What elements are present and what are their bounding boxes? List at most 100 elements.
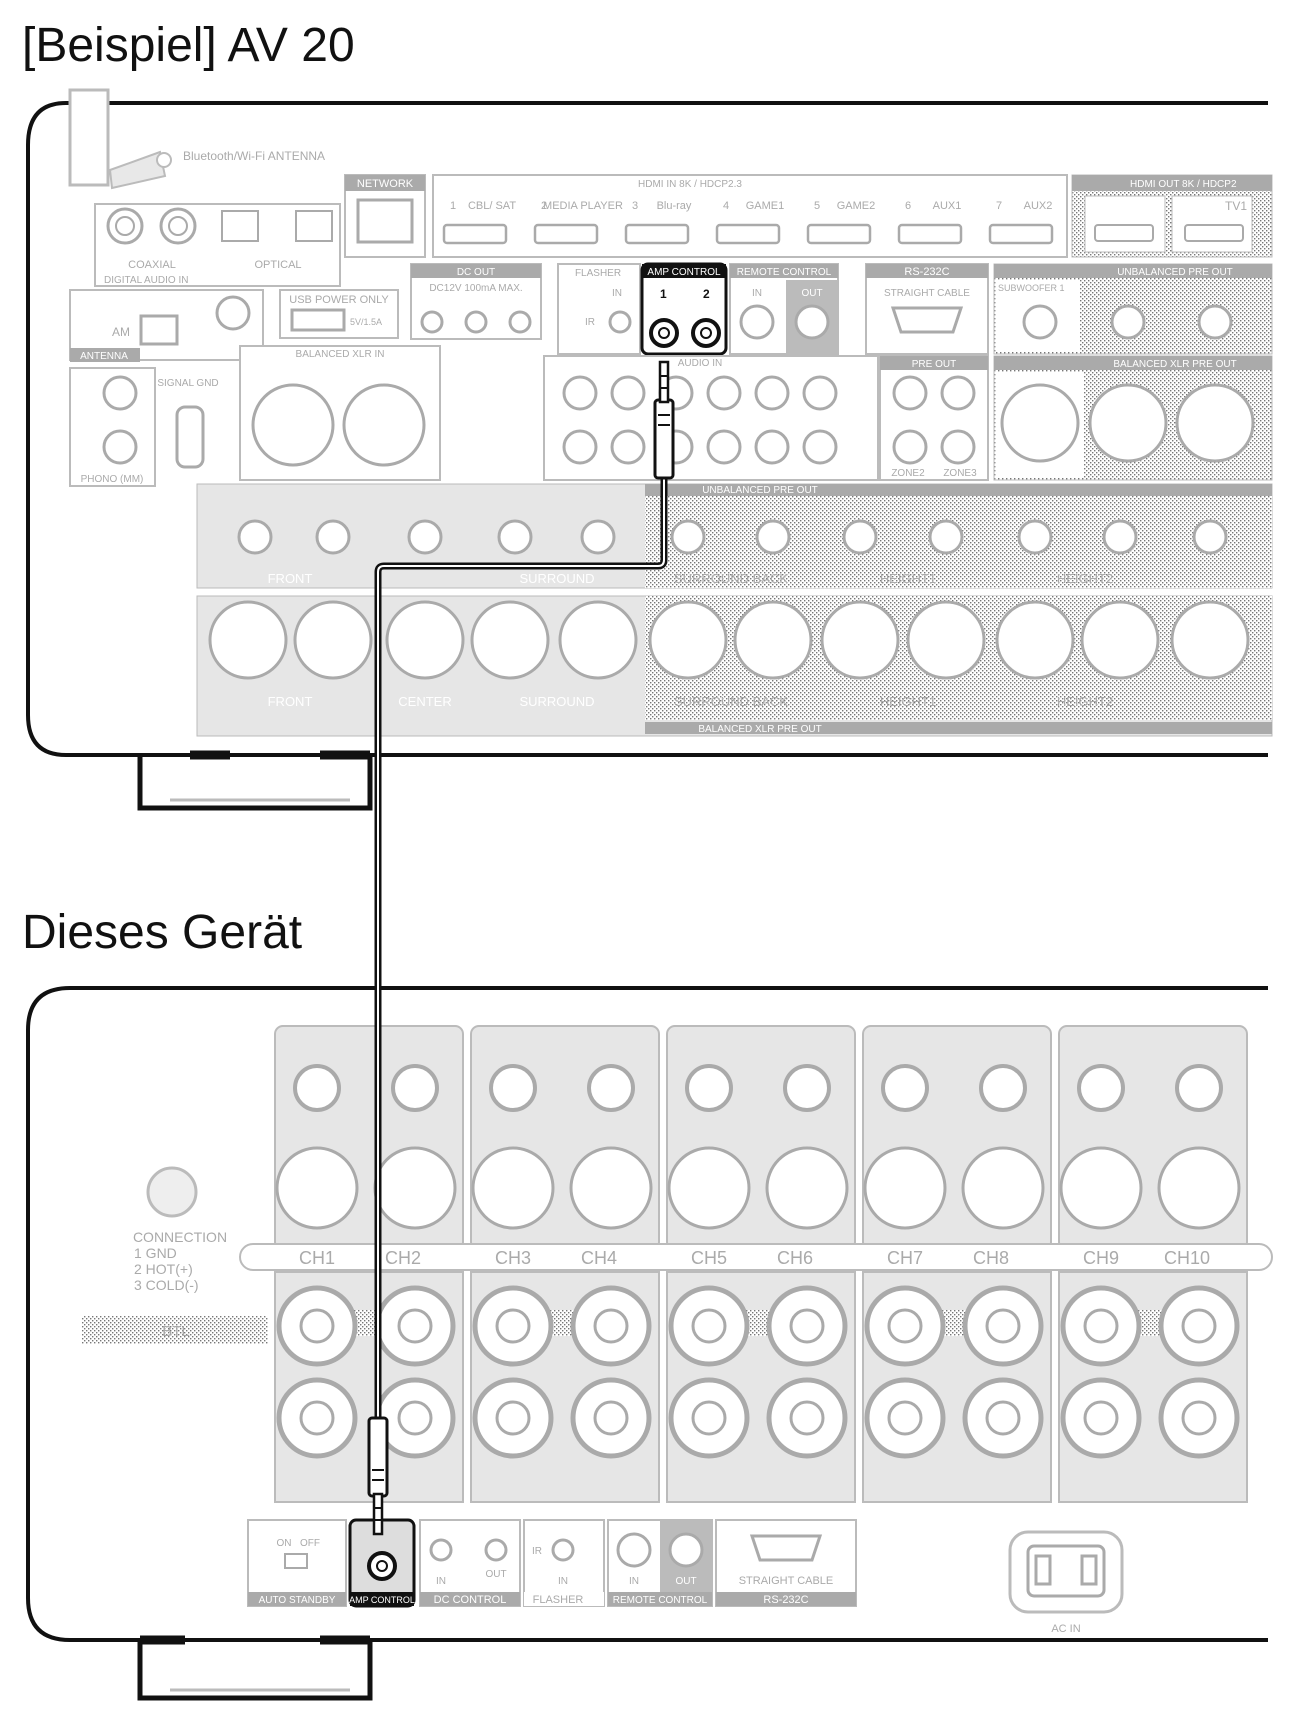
remote-control-in: IN: [752, 288, 762, 299]
ch-front-label-2: FRONT: [268, 694, 313, 709]
av20-device: Bluetooth/Wi-Fi ANTENNA NETWORK HDMI IN …: [26, 88, 1273, 811]
pre-out-xlr-jack: [385, 600, 465, 680]
pre-out-rca-jack: [237, 519, 273, 555]
speaker-terminal-minus-inner: [985, 1400, 1021, 1436]
phono-title: PHONO (MM): [81, 474, 144, 485]
audio-in-title: AUDIO IN: [678, 358, 722, 369]
unit-flasher-ir: IR: [532, 1546, 542, 1557]
speaker-terminal-plus-inner: [887, 1308, 923, 1344]
xlr-input-jack: [1157, 1146, 1241, 1230]
flasher-in: IN: [612, 288, 622, 299]
pre-out-xlr-jack: [558, 600, 638, 680]
audio-in-jack-r: [562, 429, 598, 465]
digital-audio-in-title: DIGITAL AUDIO IN: [104, 275, 188, 286]
unit-remote-out: OUT: [675, 1576, 696, 1587]
ch-height2-label-2: HEIGHT2: [1057, 694, 1113, 709]
hdmi-in-port: [897, 223, 963, 245]
speaker-terminal-plus-inner: [985, 1308, 1021, 1344]
unit-flasher-in: IN: [558, 1576, 568, 1587]
rs232c-sub: STRAIGHT CABLE: [884, 288, 970, 299]
subwoofer-1-label: SUBWOOFER 1: [998, 283, 1065, 293]
hdmi-in-port-num: 6: [905, 200, 911, 212]
ch-center-label-2: CENTER: [398, 694, 451, 709]
auto-standby-off: OFF: [300, 1538, 320, 1549]
antenna-am: AM: [112, 325, 130, 339]
cable-plug-top: [653, 398, 675, 480]
channel-label: CH6: [777, 1248, 813, 1268]
speaker-terminal-plus-inner: [1083, 1308, 1119, 1344]
rca-input-jack: [783, 1064, 831, 1112]
pre-out-xlr-jack: [293, 600, 373, 680]
ch-surround-label-2: SURROUND: [519, 694, 594, 709]
pre-out-rca-jack: [407, 519, 443, 555]
pre-out-xlr-jack: [1080, 600, 1160, 680]
xlr-input-jack: [1059, 1146, 1143, 1230]
channel-label: CH4: [581, 1248, 617, 1268]
unit-rs232c-sub: STRAIGHT CABLE: [739, 1575, 834, 1587]
remote-control-title: REMOTE CONTROL: [737, 267, 832, 278]
hdmi-out-tv1: TV1: [1225, 199, 1247, 213]
channel-label: CH8: [973, 1248, 1009, 1268]
connection-gnd: 1 GND: [134, 1245, 177, 1261]
pre-out-xlr-jack: [470, 600, 550, 680]
this-unit-title: Dieses Gerät: [22, 906, 303, 959]
channel-label: CH7: [887, 1248, 923, 1268]
channel-label: CH3: [495, 1248, 531, 1268]
speaker-terminal-plus-inner: [593, 1308, 629, 1344]
av20-amp-control-num-2: 2: [703, 287, 710, 301]
pre-out-xlr-jack: [906, 600, 986, 680]
xlr-input-jack: [471, 1146, 555, 1230]
unit-rs232c-title: RS-232C: [763, 1594, 808, 1606]
pre-out-rca-jack: [670, 519, 706, 555]
ac-in-label: AC IN: [1051, 1623, 1080, 1635]
hdmi-in-port: [988, 223, 1054, 245]
remote-control-out: OUT: [801, 288, 822, 299]
hdmi-in-port-num: 2: [541, 200, 547, 212]
audio-in-jack-r: [610, 429, 646, 465]
this-unit-device: CONNECTION 1 GND 2 HOT(+) 3 COLD(-) BTL …: [26, 986, 1273, 1701]
ch-height1-label-2: HEIGHT1: [880, 694, 936, 709]
connection-hot: 2 HOT(+): [134, 1261, 193, 1277]
pre-out-xlr-jack: [820, 600, 900, 680]
ch-surround-back-label-2: SURROUND BACK: [674, 694, 788, 709]
channel-label: CH2: [385, 1248, 421, 1268]
audio-in-jack-r: [802, 429, 838, 465]
speaker-terminal-plus-inner: [397, 1308, 433, 1344]
hdmi-in-port-label: Blu-ray: [657, 200, 692, 212]
btl-label: BTL: [162, 1323, 190, 1340]
pre-out-xlr-jack: [648, 600, 728, 680]
usb-title: USB POWER ONLY: [289, 294, 389, 306]
rca-input-jack: [1175, 1064, 1223, 1112]
av20-amp-control-title: AMP CONTROL: [647, 267, 721, 278]
rca-input-jack: [293, 1064, 341, 1112]
pre-out-rca-jack: [580, 519, 616, 555]
pre-out-rca-jack: [315, 519, 351, 555]
audio-in-jack-l: [754, 375, 790, 411]
speaker-terminal-plus-inner: [495, 1308, 531, 1344]
speaker-terminal-minus-inner: [887, 1400, 923, 1436]
hdmi-in-port: [442, 223, 508, 245]
audio-in-jack-l: [802, 375, 838, 411]
dc-out-title: DC OUT: [457, 267, 495, 278]
hdmi-in-port: [533, 223, 599, 245]
pre-out-xlr-jack: [733, 600, 813, 680]
balanced-xlr-pre-out-title: BALANCED XLR PRE OUT: [698, 724, 821, 735]
speaker-terminal-minus-inner: [495, 1400, 531, 1436]
ch-surround-back-label: SURROUND BACK: [674, 571, 788, 586]
usb-spec: 5V/1.5A: [350, 317, 382, 327]
speaker-terminal-minus-inner: [789, 1400, 825, 1436]
connection-title: CONNECTION: [133, 1229, 227, 1245]
rca-input-jack: [979, 1064, 1027, 1112]
speaker-terminal-plus-inner: [1181, 1308, 1217, 1344]
ch-height2-label: HEIGHT2: [1057, 571, 1113, 586]
speaker-terminal-minus-inner: [1083, 1400, 1119, 1436]
ch-surround-label: SURROUND: [519, 571, 594, 586]
rca-input-jack: [489, 1064, 537, 1112]
auto-standby-on: ON: [277, 1538, 292, 1549]
cable-plug-bottom: [367, 1416, 389, 1498]
antenna-title: ANTENNA: [80, 351, 128, 362]
connection-cold: 3 COLD(-): [134, 1277, 199, 1293]
auto-standby-title: AUTO STANDBY: [259, 1595, 336, 1606]
av20-amp-control-num-1: 1: [660, 287, 667, 301]
